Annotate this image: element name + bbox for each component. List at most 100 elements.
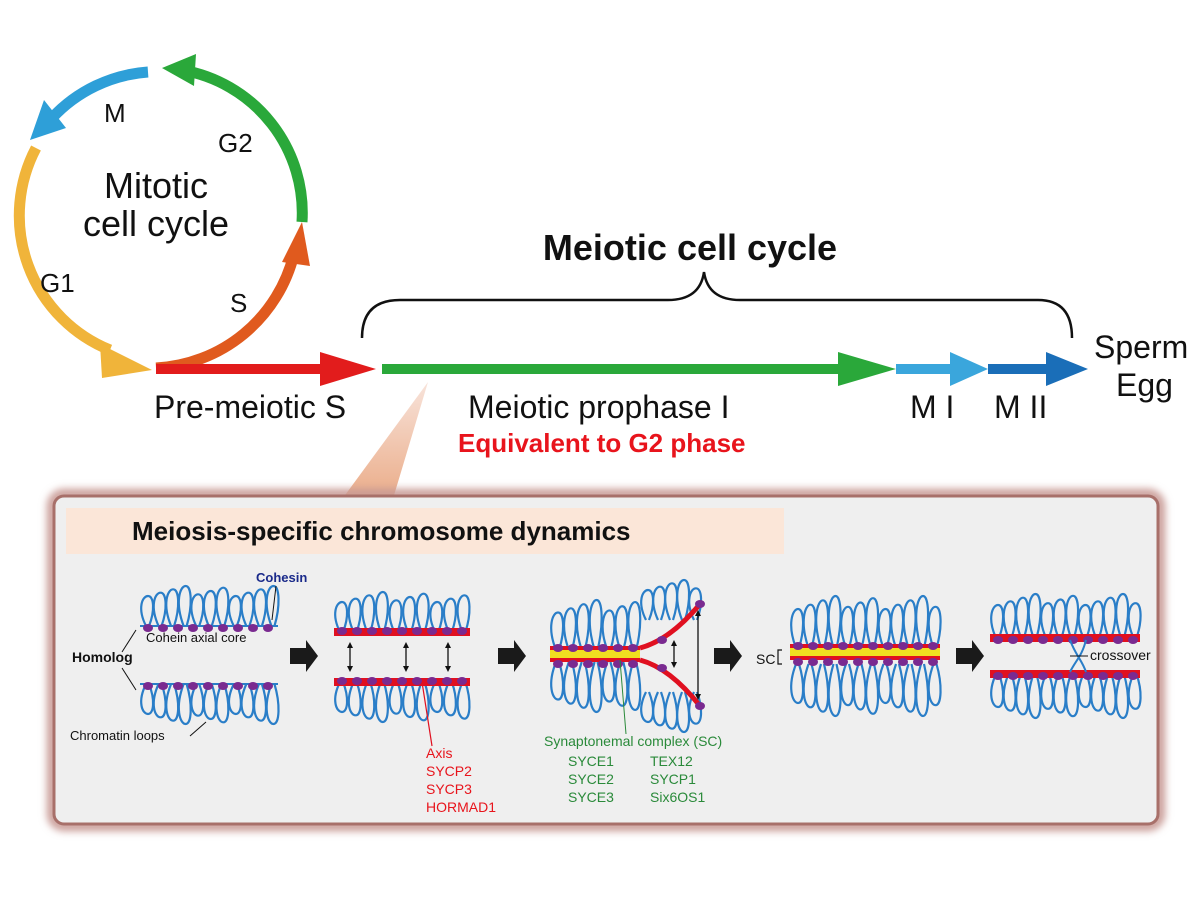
chromatin-loop xyxy=(915,594,930,649)
chromatin-loop xyxy=(664,691,679,730)
cohesin-dot xyxy=(188,682,198,690)
chromatin-loop xyxy=(1090,600,1105,639)
chromatin-loop xyxy=(915,663,930,718)
s-phase-arc xyxy=(155,252,300,374)
cohesin-dot xyxy=(263,624,273,632)
cohesin-dot xyxy=(1008,636,1018,644)
cohesin-dot xyxy=(1053,672,1063,680)
chromatin-loop xyxy=(415,592,430,633)
cohesin-dot xyxy=(928,642,938,650)
chromatin-loop xyxy=(652,691,667,727)
stage-3-synapsis xyxy=(550,578,705,734)
chromatin-loop xyxy=(802,663,817,709)
chromatin-loop xyxy=(361,681,376,720)
cohesin-dot xyxy=(1083,672,1093,680)
cohesin-dot xyxy=(613,644,623,652)
chromatin-loop xyxy=(890,603,905,649)
stage-5-crossover xyxy=(990,592,1142,720)
cohesin-dot xyxy=(913,658,923,666)
cohesin-dot xyxy=(352,677,362,685)
meiotic-timeline: Meiotic cell cycle Pre-meiotic S Meiotic… xyxy=(154,227,1188,502)
chromatin-loop xyxy=(240,591,255,627)
cohesin-dot xyxy=(248,682,258,690)
cohesin-dot xyxy=(457,677,467,685)
cohesin-dot xyxy=(808,658,818,666)
chromatin-loop xyxy=(640,691,655,724)
chromatin-loop xyxy=(253,683,268,722)
cohesin-dot xyxy=(337,677,347,685)
m1-arrowhead xyxy=(950,352,988,386)
axis-protein: SYCP3 xyxy=(426,781,472,797)
cohesin-dot xyxy=(412,627,422,635)
cohesin-label: Cohesin xyxy=(256,570,307,585)
cohesin-dot xyxy=(1068,636,1078,644)
chromatin-loop xyxy=(374,590,389,633)
chromatin-loop xyxy=(334,600,349,633)
chromatin-loop xyxy=(215,586,230,627)
cohesin-dot xyxy=(203,682,213,690)
cohesin-dot xyxy=(793,642,803,650)
distance-arrow-head xyxy=(445,642,451,648)
cohesin-dot xyxy=(173,682,183,690)
cohesin-dot xyxy=(158,682,168,690)
chromatin-loop xyxy=(902,663,917,713)
cohesin-dot xyxy=(1098,672,1108,680)
axis-protein: Axis xyxy=(426,745,452,761)
chromatin-loop xyxy=(614,605,629,651)
chromatin-loop xyxy=(402,681,417,719)
chromatin-loop xyxy=(1027,673,1042,720)
chromatin-loop xyxy=(1115,673,1130,720)
cohesin-dot xyxy=(263,682,273,690)
chromatin-loop xyxy=(1052,673,1067,714)
chromatin-loop xyxy=(1052,598,1067,639)
cohesin-dot xyxy=(568,644,578,652)
cohesin-dot xyxy=(397,627,407,635)
chromatin-loop xyxy=(1002,600,1017,639)
chromosome-axis xyxy=(550,646,640,650)
stage-arrow-4 xyxy=(956,640,984,672)
distance-arrow-head xyxy=(695,610,701,616)
prophase-bar xyxy=(382,364,864,374)
cohesin-dot xyxy=(143,682,153,690)
cohesin-dot xyxy=(218,682,228,690)
cohesin-dot xyxy=(898,658,908,666)
chromosome-axis xyxy=(639,602,702,651)
chromatin-loop xyxy=(827,663,842,718)
cohesin-dot xyxy=(928,658,938,666)
cohesin-dot xyxy=(613,660,623,668)
m-phase-arrowhead xyxy=(30,100,66,140)
g2-phase-arrowhead xyxy=(162,54,196,86)
cohesin-dot xyxy=(1128,672,1138,680)
chromatin-loop xyxy=(588,661,603,714)
cohesin-dot xyxy=(427,677,437,685)
panel-title-bar xyxy=(66,508,784,554)
chromatin-loop xyxy=(265,683,280,726)
cohesin-dot xyxy=(868,642,878,650)
chromatin-loop xyxy=(1065,594,1080,639)
sc-protein: SYCP1 xyxy=(650,771,696,787)
chromatin-loops-label: Chromatin loops xyxy=(70,728,165,743)
cohesin-dot xyxy=(853,658,863,666)
distance-arrow-head xyxy=(347,642,353,648)
chromatin-loop xyxy=(361,594,376,633)
distance-arrow-head xyxy=(671,662,677,668)
chromatin-loop xyxy=(415,681,430,722)
cohesin-dot xyxy=(158,624,168,632)
cohesin-dot xyxy=(1113,672,1123,680)
cohesin-dot xyxy=(457,627,467,635)
chromatin-loop xyxy=(190,683,205,717)
chromatin-loop xyxy=(852,663,867,711)
dynamics-panel: Meiosis-specific chromosome dynamics Coh… xyxy=(47,489,1165,831)
cohesin-dot xyxy=(695,600,705,608)
chromatin-loop xyxy=(1040,673,1055,710)
prophase-label: Meiotic prophase I xyxy=(468,389,729,425)
chromatin-loop xyxy=(456,594,471,633)
homolog-label: Homolog xyxy=(72,649,133,665)
cohesin-dot xyxy=(1008,672,1018,680)
cohesin-dot xyxy=(397,677,407,685)
stage-arrow-1 xyxy=(290,640,318,672)
sc-protein-list: SYCE1 SYCE2 SYCE3 TEX12 SYCP1 Six6OS1 xyxy=(568,753,705,805)
sc-protein: SYCE3 xyxy=(568,789,614,805)
cohesin-dot xyxy=(233,624,243,632)
panel-title: Meiosis-specific chromosome dynamics xyxy=(132,516,631,546)
